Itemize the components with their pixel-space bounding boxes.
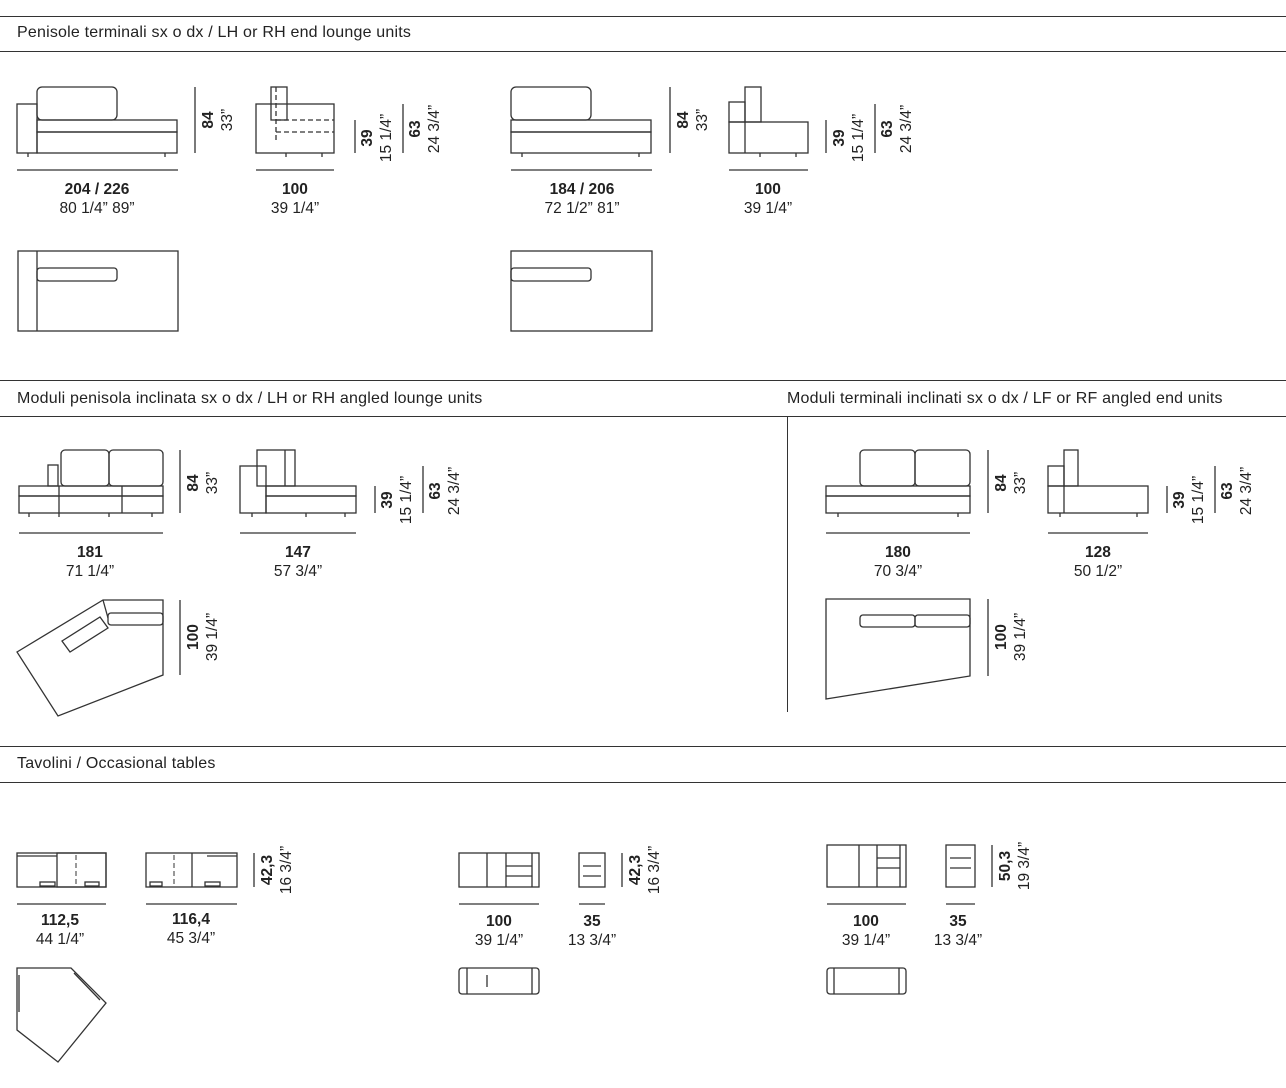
end-lounge-1-front — [16, 86, 178, 157]
section-title-angled-lounge: Moduli penisola inclinata sx o dx / LH o… — [17, 390, 483, 407]
angled-end-front — [825, 449, 971, 517]
section-title-tables: Tavolini / Occasional tables — [17, 755, 216, 772]
section-rule — [0, 746, 1286, 747]
section-rule — [0, 380, 1286, 381]
end-lounge-1-side — [255, 86, 335, 157]
section-title-end-lounge: Penisole terminali sx o dx / LH or RH en… — [17, 24, 412, 41]
section-rule — [0, 782, 1286, 783]
table-1-front — [16, 852, 107, 888]
angled-end-plan — [825, 598, 971, 700]
table-2-front — [145, 852, 238, 888]
end-lounge-2-plan — [510, 250, 653, 332]
angled-lounge-front — [18, 449, 164, 517]
top-rule — [0, 16, 1286, 17]
angled-lounge-side — [239, 449, 357, 517]
table-1-plan — [16, 967, 107, 1063]
table-3-plan — [458, 967, 540, 995]
column-divider — [787, 416, 788, 712]
table-4-plan — [826, 967, 907, 995]
table-4-front — [826, 844, 907, 888]
section-title-angled-end: Moduli terminali inclinati sx o dx / LF … — [787, 390, 1223, 407]
section-rule — [0, 416, 1286, 417]
section-rule — [0, 51, 1286, 52]
end-lounge-2-front — [510, 86, 652, 157]
angled-end-side — [1047, 449, 1149, 517]
end-lounge-2-side — [728, 86, 809, 157]
angled-lounge-plan — [16, 599, 164, 717]
table-3-front — [458, 852, 540, 888]
table-3-side — [578, 852, 606, 888]
end-lounge-1-plan — [17, 250, 179, 332]
table-4-side — [945, 844, 976, 888]
